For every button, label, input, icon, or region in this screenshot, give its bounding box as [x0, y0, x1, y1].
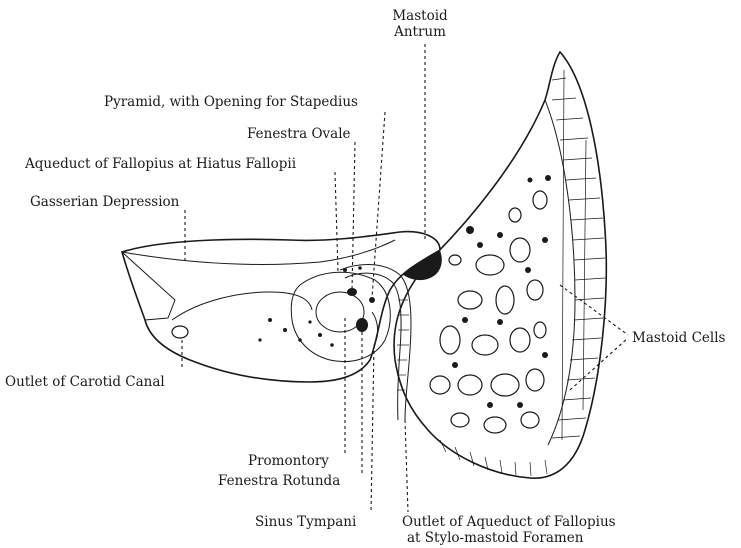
- label-fenestra-ovale: Fenestra Ovale: [247, 126, 351, 142]
- label-pyramid: Pyramid, with Opening for Stapedius: [104, 94, 358, 110]
- leader-sinus-tympani: [371, 345, 374, 512]
- label-outlet-aqueduct-line2: at Stylo-mastoid Foramen: [407, 530, 584, 546]
- label-promontory: Promontory: [248, 453, 329, 469]
- leader-outlet-aqueduct: [405, 420, 408, 512]
- label-gasserian: Gasserian Depression: [30, 194, 180, 210]
- label-outlet-carotid: Outlet of Carotid Canal: [5, 374, 165, 390]
- petrous-portion: [122, 232, 440, 382]
- label-aqueduct-fallopius: Aqueduct of Fallopius at Hiatus Fallopii: [24, 156, 297, 172]
- label-mastoid-antrum-line1: Mastoid: [392, 8, 448, 24]
- label-outlet-aqueduct-line1: Outlet of Aqueduct of Fallopius: [402, 514, 616, 530]
- label-mastoid-antrum-line2: Antrum: [393, 24, 446, 40]
- label-mastoid-cells: Mastoid Cells: [632, 330, 726, 346]
- label-fenestra-rotunda: Fenestra Rotunda: [218, 473, 340, 489]
- carotid-canal-outlet: [172, 326, 188, 338]
- label-sinus-tympani: Sinus Tympani: [255, 514, 357, 530]
- temporal-bone-illustration: [122, 52, 606, 478]
- fenestra-ovale-shape: [347, 288, 357, 296]
- fenestra-rotunda-shape: [356, 318, 368, 332]
